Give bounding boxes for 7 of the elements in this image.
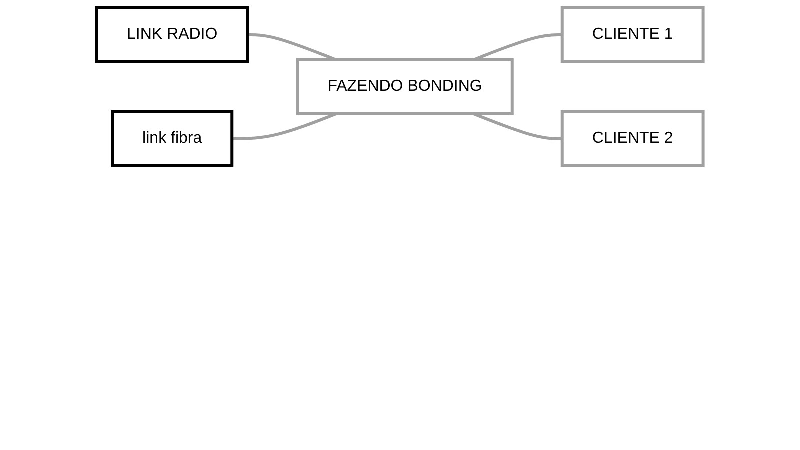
node-box: FAZENDO BONDING xyxy=(296,58,514,116)
node-box: CLIENTE 2 xyxy=(560,110,705,168)
node-box: LINK RADIO xyxy=(95,6,250,64)
connector xyxy=(473,34,562,62)
connector xyxy=(248,34,337,62)
node-box: CLIENTE 1 xyxy=(560,6,705,64)
node-box: link fibra xyxy=(110,110,234,168)
